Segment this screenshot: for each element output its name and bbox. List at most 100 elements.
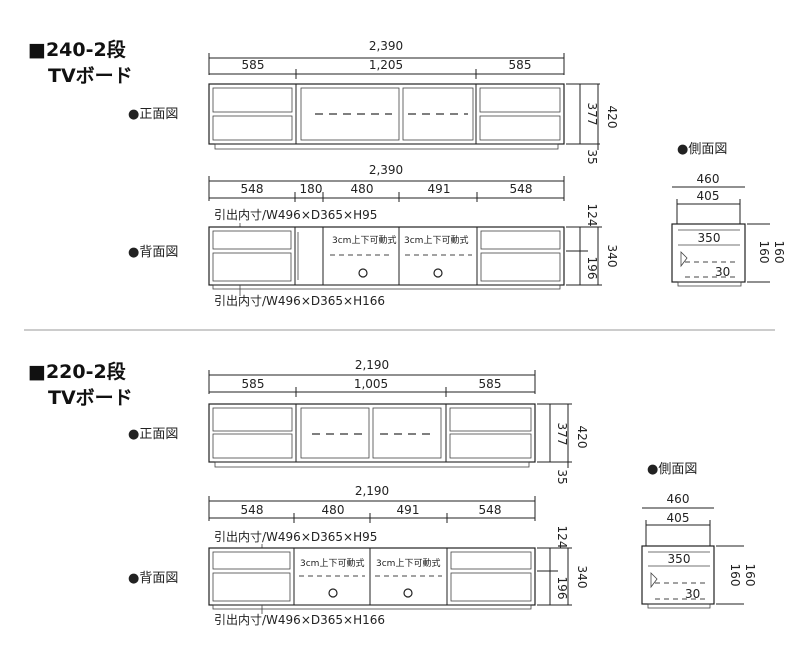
dim-segment: 480 (351, 182, 374, 196)
drawer (480, 252, 561, 282)
cabinet-plinth (214, 143, 559, 150)
side-plinth (647, 603, 711, 609)
dim-segment: 1,005 (354, 377, 388, 391)
section-title: ■220-2段 (28, 360, 127, 383)
cable-hole-icon (403, 588, 413, 598)
dim-height-foot: 35 (585, 149, 599, 164)
dim-segment: 491 (428, 182, 451, 196)
dim-segment: 180 (300, 182, 323, 196)
dim-segment: 548 (241, 182, 264, 196)
side-view-label: ●側面図 (677, 142, 727, 157)
drawer-front (479, 115, 561, 141)
front-view: ●正面図 2,390 585 1,205 585 (128, 39, 619, 165)
cabinet-body (208, 403, 536, 463)
drawer-front (212, 87, 293, 113)
cable-hole-icon (328, 588, 338, 598)
dim-inner-width: 405 (667, 511, 690, 525)
dim-shelf-depth: 350 (668, 552, 691, 566)
cabinet-plinth (214, 461, 530, 468)
dim-height-a: 160 (728, 564, 742, 587)
dim-segment: 585 (242, 377, 265, 391)
dim-height-body: 377 (585, 103, 599, 126)
side-profile (641, 545, 715, 605)
drawer (212, 572, 291, 602)
dim-offset: 30 (685, 587, 700, 601)
dim-segment: 548 (241, 503, 264, 517)
dim-height-a: 160 (757, 241, 771, 264)
dim-segment: 548 (510, 182, 533, 196)
dim-outer-width: 460 (667, 492, 690, 506)
side-view: ●側面図 460 405 350 30 160 160 (641, 462, 757, 609)
dim-total: 2,190 (355, 358, 389, 372)
drawer (212, 551, 291, 570)
dim-offset: 30 (715, 265, 730, 279)
shelf-note: 3cm上下可動式 (332, 234, 396, 246)
dim-segment: 491 (397, 503, 420, 517)
drawer (480, 230, 561, 250)
shelf-note: 3cm上下可動式 (376, 557, 440, 569)
dim-height-top: 124 (555, 526, 569, 549)
dim-height-bottom: 196 (585, 257, 599, 280)
dim-height-b: 160 (772, 241, 786, 264)
drawer (212, 230, 292, 250)
back-view-label: ●背面図 (128, 571, 178, 586)
glass-door (402, 87, 474, 141)
dim-segment: 1,205 (369, 58, 403, 72)
back-view: ●背面図 2,390 548 180 480 491 548 引出内寸/W496… (128, 163, 619, 308)
dim-height-total: 340 (575, 566, 589, 589)
hinge-icon (680, 251, 688, 268)
section-subtitle: TVボード (48, 65, 133, 87)
drawer-front (212, 433, 293, 459)
cabinet-body (208, 226, 565, 286)
dim-segment: 585 (509, 58, 532, 72)
section-subtitle: TVボード (48, 387, 133, 409)
dim-total: 2,190 (355, 484, 389, 498)
dim-total: 2,390 (369, 39, 403, 53)
section-240: ■240-2段 TVボード ●正面図 2,390 585 1,205 585 (28, 38, 786, 308)
dim-height-top: 124 (585, 204, 599, 227)
section-title: ■240-2段 (28, 38, 127, 61)
side-view-label: ●側面図 (647, 462, 697, 477)
dim-segment: 548 (479, 503, 502, 517)
drawer-front (212, 115, 293, 141)
glass-door (300, 407, 370, 459)
dim-height-body: 377 (555, 423, 569, 446)
dim-segment: 480 (322, 503, 345, 517)
dim-height-b: 160 (743, 564, 757, 587)
dim-height-bottom: 196 (555, 577, 569, 600)
drawer-front (449, 407, 532, 432)
back-view: ●背面図 2,190 548 480 491 548 引出内寸/W496×D36… (128, 484, 589, 627)
cabinet-plinth (212, 604, 532, 610)
drawer-inner-dims-bottom: 引出内寸/W496×D365×H166 (214, 294, 385, 308)
drawer-front (212, 407, 293, 432)
drawer-front (479, 87, 561, 113)
dim-height-total: 340 (605, 245, 619, 268)
cabinet-plinth (212, 284, 561, 290)
front-view: ●正面図 2,190 585 1,005 585 (128, 358, 589, 485)
dim-height-total: 420 (575, 426, 589, 449)
drawer-inner-dims-top: 引出内寸/W496×D365×H95 (214, 208, 377, 222)
drawer-front (449, 433, 532, 459)
hinge-icon (650, 572, 658, 589)
dim-outer-width: 460 (697, 172, 720, 186)
dim-inner-width: 405 (697, 189, 720, 203)
glass-door (300, 87, 400, 141)
dim-segment: 585 (242, 58, 265, 72)
shelf-note: 3cm上下可動式 (404, 234, 468, 246)
front-view-label: ●正面図 (128, 107, 178, 122)
cabinet-body (208, 547, 536, 606)
drawer-inner-dims-top: 引出内寸/W496×D365×H95 (214, 530, 377, 544)
drawer (212, 252, 292, 282)
side-profile (671, 223, 746, 283)
dim-height-foot: 35 (555, 469, 569, 484)
dim-segment: 585 (479, 377, 502, 391)
shelf-note: 3cm上下可動式 (300, 557, 364, 569)
dim-shelf-depth: 350 (698, 231, 721, 245)
cable-hole-icon (358, 268, 368, 278)
drawer (450, 572, 532, 602)
dim-total: 2,390 (369, 163, 403, 177)
back-view-label: ●背面図 (128, 245, 178, 260)
cable-hole-icon (433, 268, 443, 278)
drawer-inner-dims-bottom: 引出内寸/W496×D365×H166 (214, 613, 385, 627)
